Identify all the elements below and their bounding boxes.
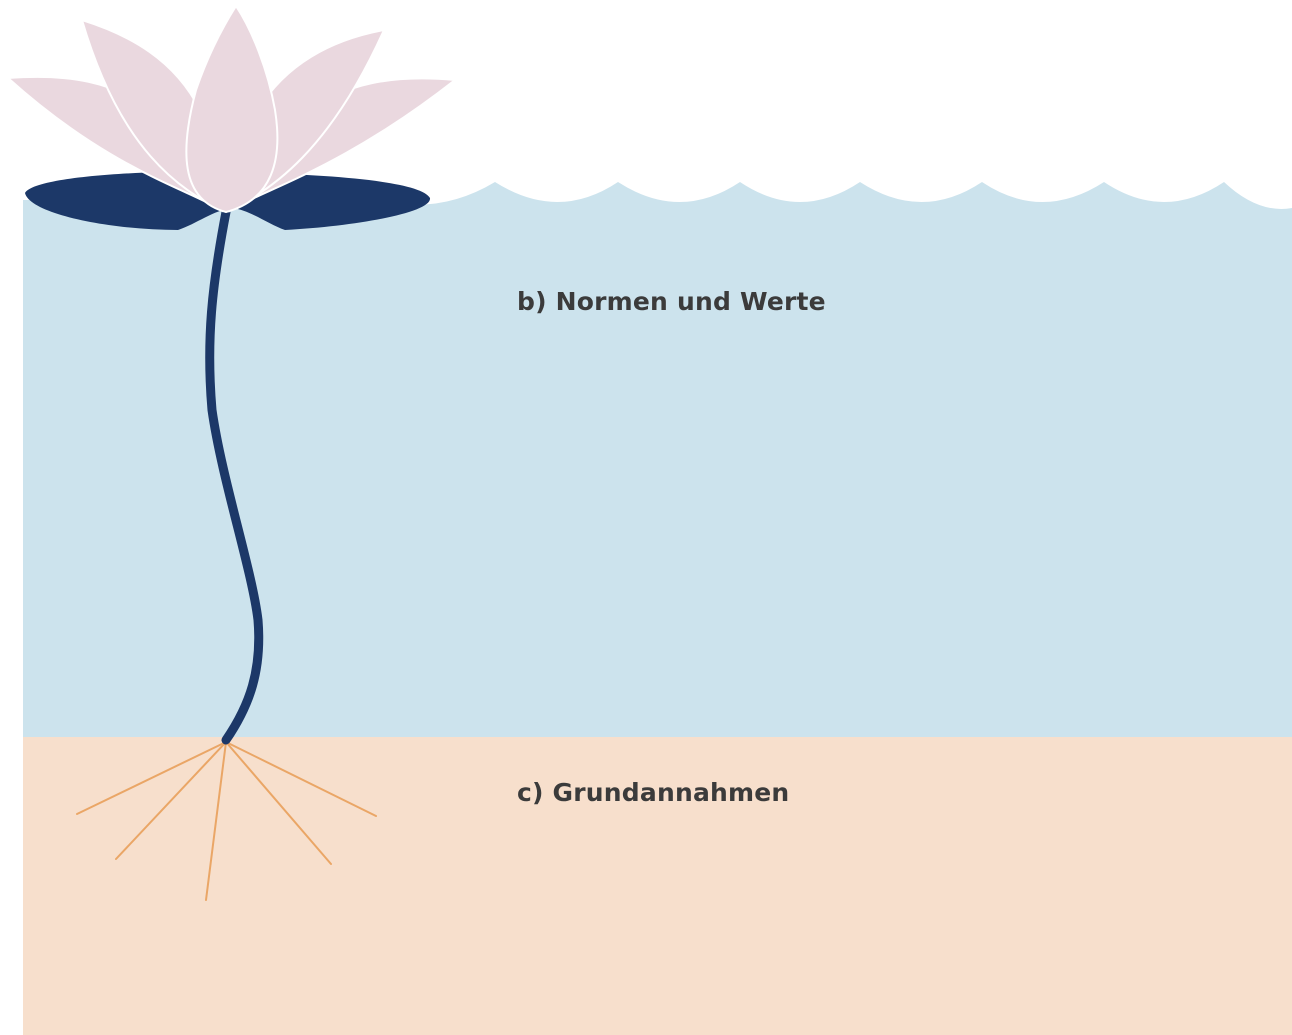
label-basic-assumptions: c) Grundannahmen (517, 778, 789, 807)
petal (186, 6, 277, 212)
label-norms-values: b) Normen und Werte (517, 287, 826, 316)
